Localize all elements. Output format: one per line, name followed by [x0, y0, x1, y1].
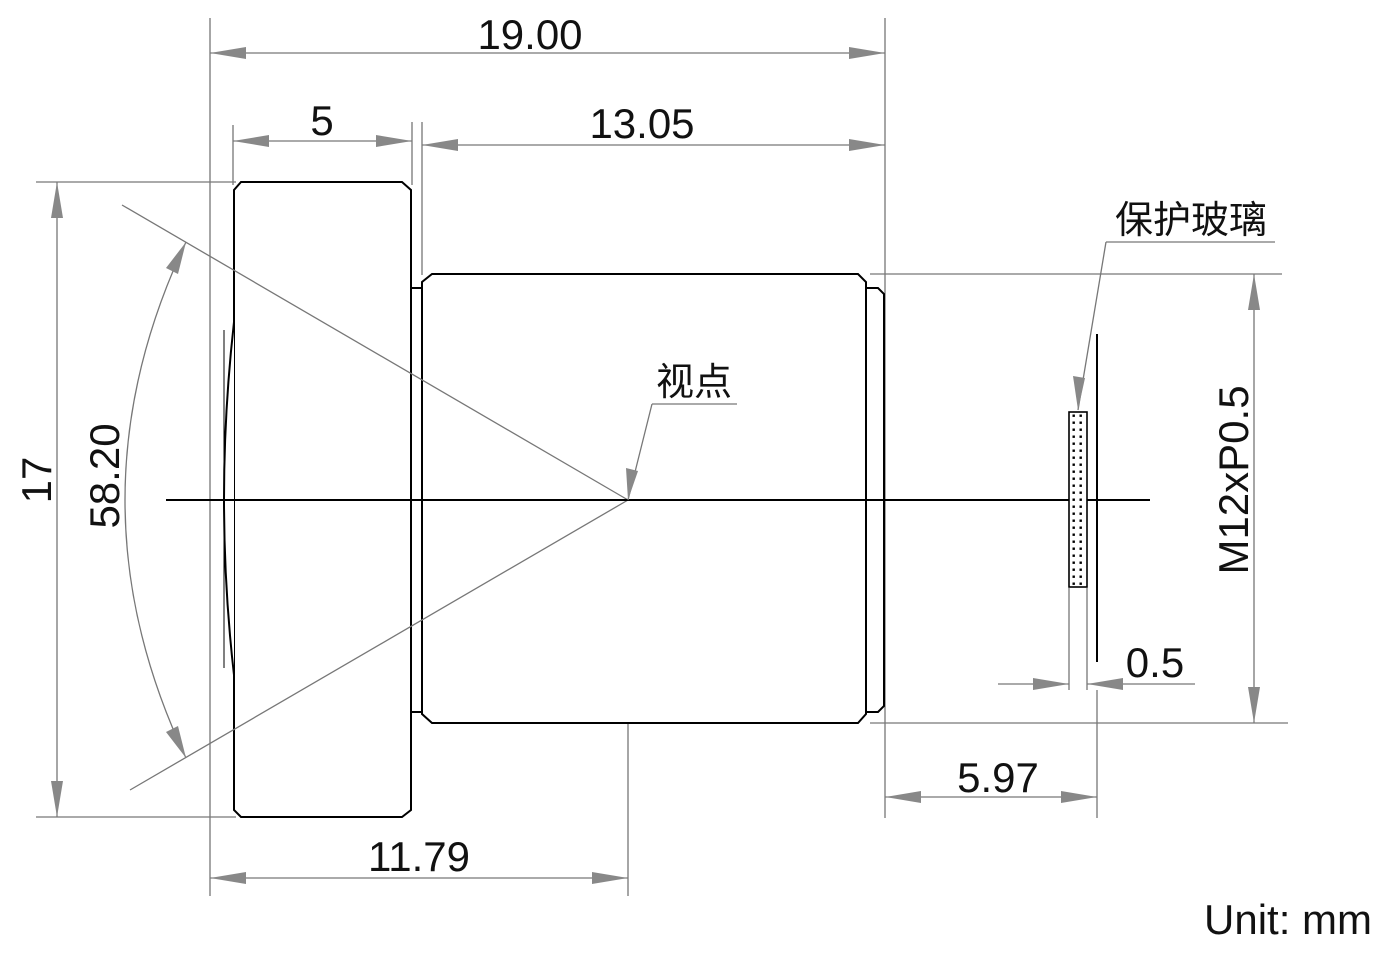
dim-thread — [1248, 274, 1260, 723]
dim-front-length — [233, 135, 412, 147]
rear-length-label: 13.05 — [589, 100, 694, 147]
dim-back-focal — [885, 791, 1097, 803]
glass-thickness-label: 0.5 — [1126, 639, 1184, 686]
front-diameter-label: 17 — [13, 457, 60, 504]
dim-fov-angle — [124, 241, 187, 759]
dim-viewpoint-distance — [210, 872, 628, 884]
rear-barrel — [421, 273, 867, 724]
viewpoint-label: 视点 — [656, 360, 732, 404]
protective-glass-label: 保护玻璃 — [1115, 198, 1267, 242]
protective-glass — [1068, 334, 1098, 662]
front-lens-dome — [223, 321, 235, 676]
front-length-label: 5 — [310, 97, 333, 144]
dim-total-length — [210, 47, 885, 59]
fov-angle-label: 58.20 — [81, 423, 128, 528]
dim-front-diameter — [51, 182, 63, 817]
dim-rear-length — [422, 139, 885, 151]
thread-label: M12xP0.5 — [1210, 385, 1257, 574]
back-focal-label: 5.97 — [957, 754, 1039, 801]
viewpoint-distance-label: 11.79 — [368, 833, 470, 880]
viewpoint-leader — [626, 403, 737, 501]
fov-rays — [121, 204, 629, 791]
dim-glass-thickness — [998, 678, 1195, 690]
unit-label: Unit: mm — [1204, 896, 1372, 943]
glass-leader — [1073, 241, 1275, 411]
total-length-label: 19.00 — [477, 11, 582, 58]
